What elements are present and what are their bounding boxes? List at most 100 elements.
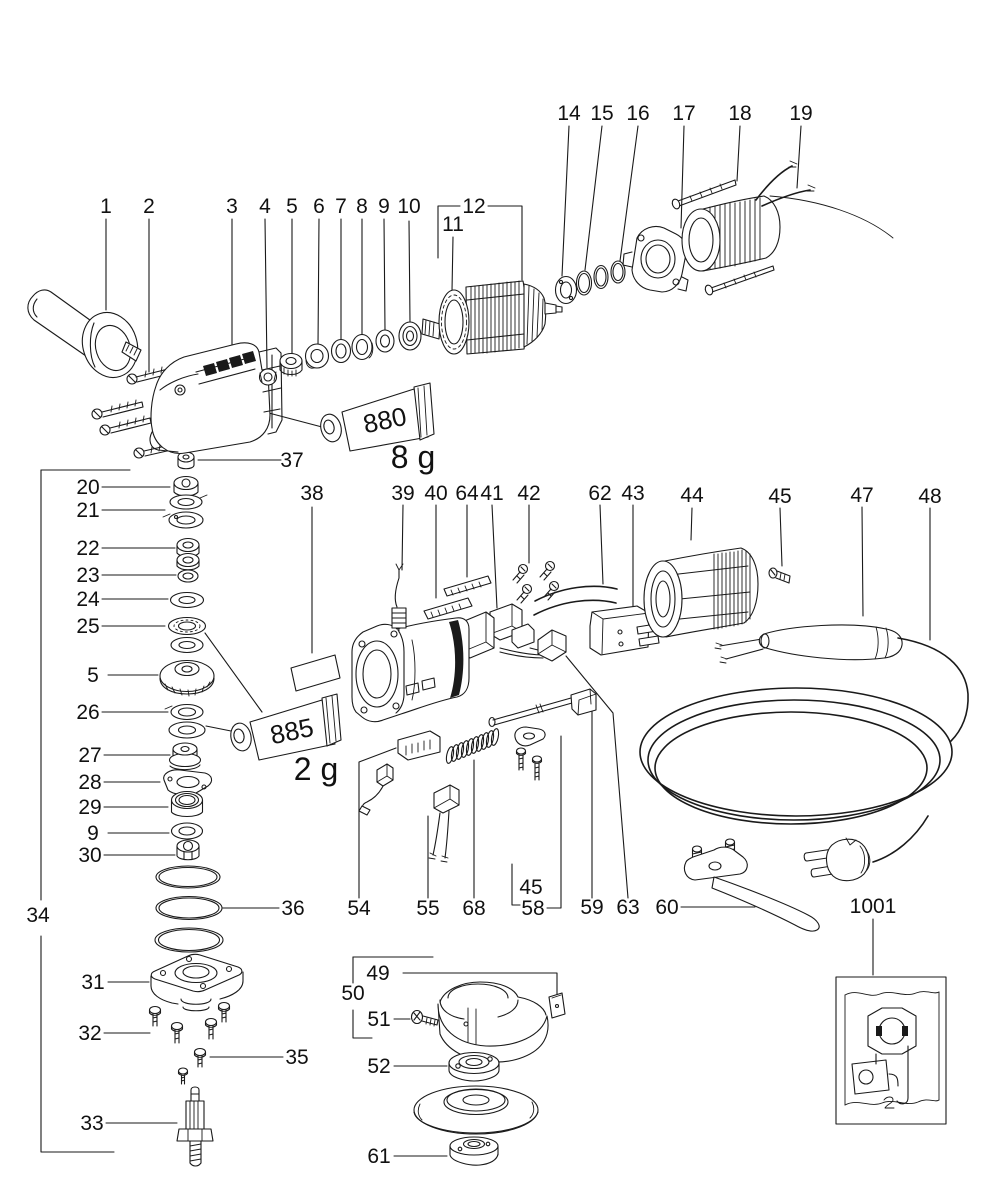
- part-label-40: 40: [424, 482, 447, 505]
- part-label-23: 23: [76, 564, 99, 587]
- part-label-45: 45: [768, 485, 791, 508]
- part-label-47: 47: [850, 484, 873, 507]
- part-label-45b: 45: [519, 876, 542, 899]
- part-label-9b: 9: [87, 822, 99, 845]
- part-label-51: 51: [367, 1008, 390, 1031]
- o-rings-36: [154, 865, 224, 953]
- part-label-17: 17: [672, 102, 695, 125]
- stator-sleeve-44: [643, 547, 759, 638]
- part-label-11: 11: [442, 213, 464, 236]
- screws-42: [512, 560, 560, 604]
- part-label-10: 10: [397, 195, 420, 218]
- part-label-28: 28: [78, 771, 101, 794]
- part-label-25: 25: [76, 615, 99, 638]
- switch-63: [529, 629, 567, 662]
- part-label-3: 3: [226, 195, 238, 218]
- part-label-37: 37: [280, 449, 303, 472]
- armature: [421, 280, 563, 355]
- part-label-2: 2: [143, 195, 155, 218]
- part-label-29: 29: [78, 796, 101, 819]
- washers-15-16: [575, 260, 626, 296]
- part-label-43: 43: [621, 482, 644, 505]
- part-label-49: 49: [366, 962, 389, 985]
- part-label-54: 54: [347, 897, 371, 920]
- power-cord-48: [639, 637, 969, 863]
- sticker-40: [423, 597, 473, 620]
- part-label-36: 36: [281, 897, 304, 920]
- spindle-33: [176, 1086, 214, 1167]
- part-label-44: 44: [680, 484, 704, 507]
- sticker-64: [443, 575, 492, 597]
- side-handle: [27, 289, 142, 379]
- part-label-60: 60: [655, 896, 678, 919]
- part-label-64: 64: [455, 482, 479, 505]
- lever-58-screws-45: [514, 726, 546, 781]
- sticker-38: [290, 654, 341, 692]
- part-label-24: 24: [76, 588, 100, 611]
- part-label-39: 39: [391, 482, 414, 505]
- mains-plug: [803, 837, 871, 882]
- motor-housing: [351, 617, 470, 723]
- part-label-18: 18: [728, 102, 751, 125]
- part-label-33: 33: [80, 1112, 103, 1135]
- part-label-4: 4: [259, 195, 271, 218]
- guard-screw-51: [410, 1009, 439, 1027]
- part-label-16: 16: [626, 102, 649, 125]
- part-label-7: 7: [335, 195, 347, 218]
- part-label-5b: 5: [87, 664, 99, 687]
- part-label-21: 21: [76, 499, 99, 522]
- spindle-stack-parts: [162, 475, 208, 654]
- wires-62: [533, 585, 618, 616]
- spindle-small-parts-4-10: [258, 321, 422, 386]
- grinding-wheel: [413, 1085, 539, 1135]
- part-label-19: 19: [789, 102, 812, 125]
- brush-holder-54: [397, 730, 441, 761]
- part-label-27: 27: [78, 744, 101, 767]
- bearing-flange-17: [622, 225, 689, 293]
- part-label-26: 26: [76, 701, 99, 724]
- part-label-58: 58: [521, 897, 544, 920]
- part-label-41: 41: [480, 482, 503, 505]
- part-label-15: 15: [590, 102, 613, 125]
- part-label-63: 63: [616, 896, 639, 919]
- part-label-55: 55: [416, 897, 439, 920]
- part-label-8: 8: [356, 195, 368, 218]
- part-label-68: 68: [462, 897, 485, 920]
- part-label-1: 1: [100, 195, 112, 218]
- part-label-1001: 1001: [850, 895, 897, 918]
- carbon-brushes-55: [358, 763, 460, 863]
- cord-grommet-47: [714, 624, 903, 664]
- part-label-48: 48: [918, 485, 941, 508]
- pin-spanner-60: [683, 838, 820, 932]
- field-coil-19: [681, 160, 894, 272]
- part-number-labels: 1 2 3 4 5 6 7 8 9 10 11 12 14 15 16 17 1…: [26, 102, 941, 1168]
- part-label-52: 52: [367, 1055, 390, 1078]
- wheel-guard-50: [437, 981, 566, 1063]
- tube-885-weight: 2 g: [294, 751, 338, 787]
- part-label-6: 6: [313, 195, 325, 218]
- part-label-50: 50: [341, 982, 364, 1005]
- wiring-diagram-1001: [835, 976, 947, 1125]
- grease-tube-885: [230, 693, 342, 761]
- nut-37: [177, 451, 195, 470]
- part-label-61: 61: [367, 1145, 390, 1168]
- part-label-42: 42: [517, 482, 540, 505]
- wire-clip-39: [391, 563, 407, 633]
- part-label-35: 35: [285, 1046, 308, 1069]
- switch-parts-41: [461, 603, 546, 659]
- part-label-38: 38: [300, 482, 323, 505]
- clamping-nut-61: [449, 1136, 499, 1166]
- part-label-30: 30: [78, 844, 101, 867]
- spindle-stack-lower: [163, 703, 213, 861]
- screws-32-35: [148, 1001, 231, 1085]
- part-label-59: 59: [580, 896, 603, 919]
- gear-housing: [149, 342, 283, 454]
- spring-68: [445, 728, 500, 764]
- part-label-22: 22: [76, 537, 99, 560]
- bevel-gear-5: [159, 659, 215, 697]
- part-label-9: 9: [378, 195, 390, 218]
- part-label-34: 34: [26, 904, 50, 927]
- part-label-20: 20: [76, 476, 99, 499]
- tube-880-weight: 8 g: [391, 439, 435, 475]
